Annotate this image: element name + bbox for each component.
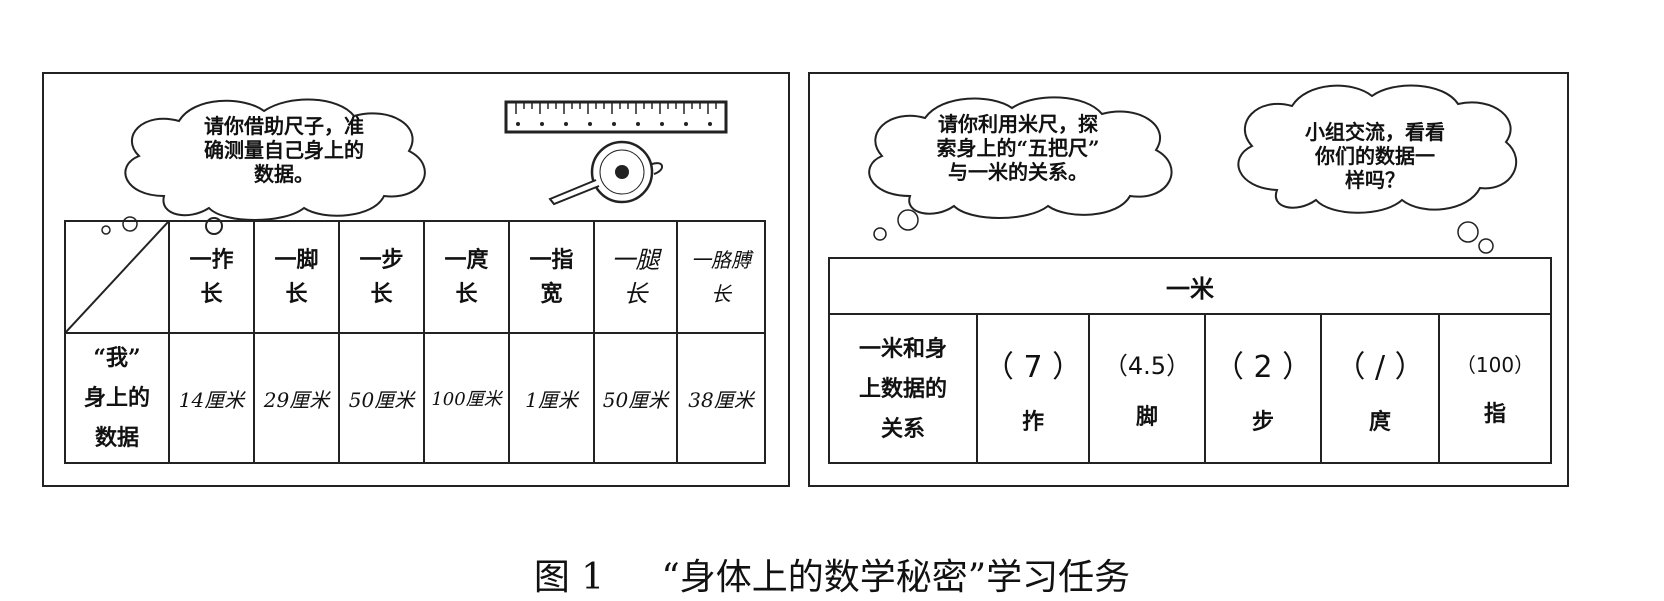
ruler-and-tape-illustration xyxy=(504,100,728,206)
speech-text-right-1: 请你利用米尺，探 索身上的“五把尺” 与一米的关系。 xyxy=(936,112,1100,184)
right-panel: 请你利用米尺，探 索身上的“五把尺” 与一米的关系。 小组交流，看看 你们的数据… xyxy=(808,72,1569,487)
one-meter-relation-table: 一米 一米和身 上数据的 关系 （ 7 ）拃 （4.5）脚 （ 2 ）步 （ /… xyxy=(827,257,1553,464)
speech-text-left: 请你借助尺子，准 确测量自己身上的 数据。 xyxy=(204,114,364,186)
row-label-cell: “我” 身上的 数据 xyxy=(64,332,170,464)
relation-cell: （4.5）脚 xyxy=(1088,313,1206,464)
header-cell: 一庹长 xyxy=(423,220,510,334)
relation-cell: （ / ）庹 xyxy=(1320,313,1440,464)
handwritten-header-cell: 一腿长 xyxy=(593,220,678,334)
relation-cell: （ 7 ）拃 xyxy=(976,313,1090,464)
value-cell: 50厘米 xyxy=(593,332,678,464)
speech-cloud-left xyxy=(124,98,426,235)
value-cell: 38厘米 xyxy=(676,332,766,464)
body-measurement-table: 一拃长 一脚长 一步长 一庹长 一指宽 一腿长 一胳膊长 “我” 身上的 数据 … xyxy=(64,220,766,464)
row-label-cell: 一米和身 上数据的 关系 xyxy=(828,313,978,464)
left-panel: 请你借助尺子，准 确测量自己身上的 数据。 xyxy=(42,72,790,487)
tape-measure-icon xyxy=(548,140,663,206)
diagonal-corner-cell xyxy=(64,220,170,334)
header-cell: 一指宽 xyxy=(508,220,595,334)
one-meter-header: 一米 xyxy=(827,257,1553,315)
value-cell: 1厘米 xyxy=(508,332,595,464)
relation-cell: （100）指 xyxy=(1437,313,1553,464)
speech-cloud-right-1 xyxy=(868,96,1173,219)
figure-caption: 图 1 “身体上的数学秘密”学习任务 xyxy=(533,557,1131,598)
thought-bubbles-right-1 xyxy=(873,209,919,241)
table-header-row: 一米 xyxy=(827,257,1553,315)
thought-bubbles-right-2 xyxy=(1457,221,1494,254)
handwritten-header-cell: 一胳膊长 xyxy=(676,220,766,334)
speech-text-right-2: 小组交流，看看 你们的数据一 样吗？ xyxy=(1305,120,1445,192)
value-cell: 29厘米 xyxy=(253,332,340,464)
speech-cloud-right-2 xyxy=(1237,84,1518,214)
table-data-row: “我” 身上的 数据 14厘米 29厘米 50厘米 100厘米 1厘米 50厘米… xyxy=(64,332,766,464)
value-cell: 100厘米 xyxy=(423,332,510,464)
table-header-row: 一拃长 一脚长 一步长 一庹长 一指宽 一腿长 一胳膊长 xyxy=(64,220,766,334)
value-cell: 14厘米 xyxy=(168,332,255,464)
header-cell: 一脚长 xyxy=(253,220,340,334)
ruler-icon xyxy=(504,100,728,134)
header-cell: 一步长 xyxy=(338,220,425,334)
table-data-row: 一米和身 上数据的 关系 （ 7 ）拃 （4.5）脚 （ 2 ）步 （ / ）庹… xyxy=(828,313,1553,464)
value-cell: 50厘米 xyxy=(338,332,425,464)
relation-cell: （ 2 ）步 xyxy=(1204,313,1322,464)
header-cell: 一拃长 xyxy=(168,220,255,334)
